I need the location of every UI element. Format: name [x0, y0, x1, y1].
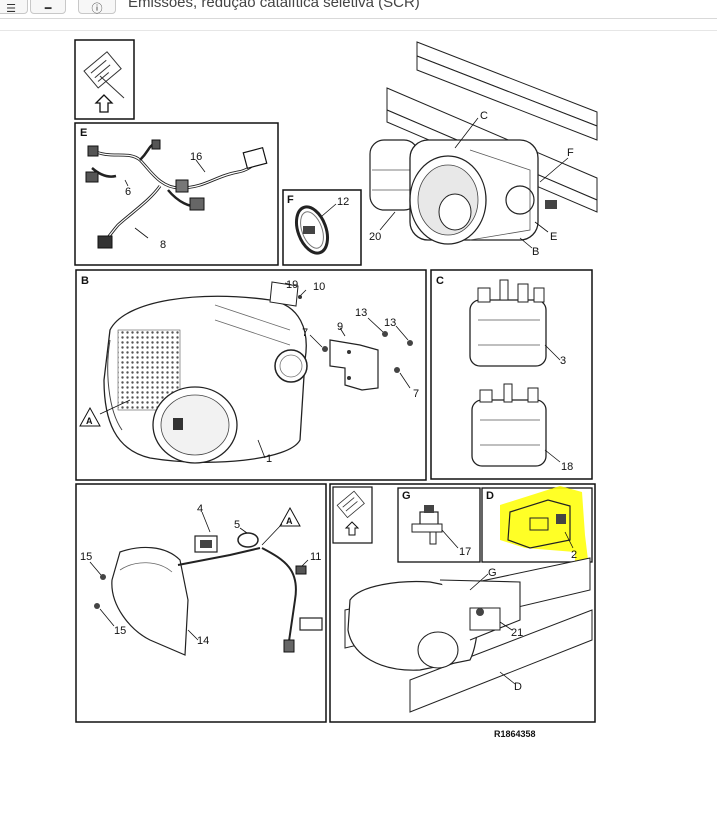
callout-10: 10 [313, 281, 325, 293]
main-callout-c: C [480, 110, 488, 122]
info-icon: ⓘ [91, 2, 103, 15]
main-callout-b: B [532, 246, 539, 258]
callout-12: 12 [337, 196, 349, 208]
panel-e-label: E [80, 127, 87, 139]
document-title: Emissões, redução catalítica seletiva (S… [128, 0, 420, 11]
callout-13a: 13 [355, 307, 367, 319]
callout-7a: 7 [302, 327, 308, 339]
panel-d-label: D [486, 490, 494, 502]
callout-19: 19 [286, 279, 298, 291]
panel-f-label: F [287, 194, 294, 206]
reference-triangle-icon [279, 506, 301, 527]
main-callout-f: F [567, 147, 574, 159]
callout-15a: 15 [80, 551, 92, 563]
panel-g-label: G [402, 490, 411, 502]
main-overview: C F E B 20 [369, 41, 598, 258]
triangle-callout-a1: A [86, 416, 93, 426]
callout-18: 18 [561, 461, 573, 473]
panel-b-label: B [81, 275, 89, 287]
up-arrow-icon [344, 521, 360, 536]
callout-2: 2 [571, 549, 577, 561]
list-icon: ☰ [6, 2, 16, 15]
panel-c-label: C [436, 275, 444, 287]
info-button[interactable]: ⓘ [78, 0, 116, 14]
callout-17: 17 [459, 546, 471, 558]
sub-callout-d: D [514, 681, 522, 693]
panel-lower-right: G 17 D 2 G 21 D [329, 483, 596, 723]
reference-code: R1864358 [494, 729, 536, 739]
callout-15b: 15 [114, 625, 126, 637]
callout-7b: 7 [413, 388, 419, 400]
sub-callout-g: G [488, 567, 497, 579]
reference-triangle-icon [79, 406, 101, 427]
minus-icon: ━ [44, 2, 52, 15]
main-callout-e: E [550, 231, 557, 243]
collapse-button[interactable]: ━ [30, 0, 66, 14]
callout-5: 5 [234, 519, 240, 531]
callout-13b: 13 [384, 317, 396, 329]
panel-lower-left: 15 15 14 4 5 A 11 [75, 483, 327, 723]
toolbar: ☰ ━ ⓘ Emissões, redução catalítica selet… [0, 0, 717, 19]
divider [0, 30, 717, 31]
list-view-button[interactable]: ☰ [0, 0, 28, 14]
callout-6: 6 [125, 186, 131, 198]
callout-20: 20 [369, 231, 381, 243]
callout-21: 21 [511, 627, 523, 639]
callout-8: 8 [160, 239, 166, 251]
up-arrow-icon [94, 94, 114, 113]
panel-c: C 3 18 [430, 269, 593, 480]
panel-e: E 6 16 8 [74, 122, 279, 266]
panel-b: B 19 10 9 7 13 13 7 A [75, 269, 427, 481]
panel-f: F 12 [282, 189, 362, 266]
callout-16: 16 [190, 151, 202, 163]
callout-4: 4 [197, 503, 203, 515]
highlight-mark [500, 486, 588, 570]
callout-1: 1 [266, 453, 272, 465]
callout-11: 11 [310, 551, 321, 563]
orientation-panel [74, 39, 135, 120]
callout-14: 14 [197, 635, 209, 647]
triangle-callout-a2: A [286, 516, 293, 526]
callout-9: 9 [337, 321, 343, 333]
callout-3: 3 [560, 355, 566, 367]
